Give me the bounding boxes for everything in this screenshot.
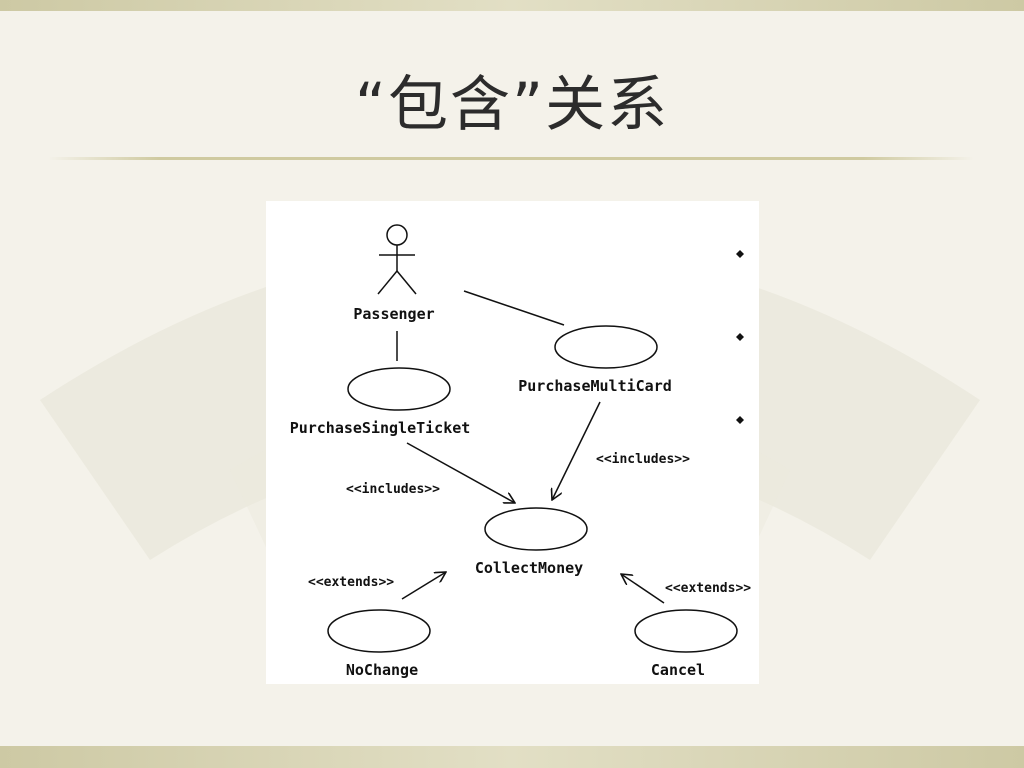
use-case-purchase-single-ticket <box>347 367 451 411</box>
association-passenger-multicard <box>463 290 565 326</box>
no-change-label: NoChange <box>346 661 418 679</box>
actor-head <box>386 224 408 246</box>
extends-label-right: <<extends>> <box>665 581 751 596</box>
bottom-band <box>0 746 1024 768</box>
use-case-purchase-multi-card <box>554 325 658 369</box>
purchase-single-ticket-label: PurchaseSingleTicket <box>290 419 471 437</box>
use-case-collect-money <box>484 507 588 551</box>
use-case-no-change <box>327 609 431 653</box>
extends-arrow-nochange <box>401 572 446 600</box>
includes-arrow-multi <box>552 401 601 500</box>
use-case-cancel <box>634 609 738 653</box>
includes-arrow-single <box>406 442 515 503</box>
diagram-canvas: Passenger PurchaseMultiCard PurchaseSing… <box>290 224 751 679</box>
top-band <box>0 0 1024 11</box>
use-case-diagram: Passenger PurchaseMultiCard PurchaseSing… <box>266 201 759 684</box>
cancel-label: Cancel <box>651 661 705 679</box>
actor-right-leg <box>396 270 417 295</box>
bullet-marker-1 <box>736 250 744 258</box>
bullet-markers <box>736 250 744 424</box>
bullet-marker-2 <box>736 333 744 341</box>
includes-label-left: <<includes>> <box>346 482 440 497</box>
includes-label-right: <<includes>> <box>596 452 690 467</box>
bullet-marker-3 <box>736 416 744 424</box>
slide-title: “包含”关系 <box>354 70 670 140</box>
title-divider <box>48 157 974 160</box>
actor-label: Passenger <box>353 305 434 323</box>
actor-left-leg <box>377 270 398 295</box>
extends-label-left: <<extends>> <box>308 575 394 590</box>
collect-money-label: CollectMoney <box>475 559 583 577</box>
purchase-multi-card-label: PurchaseMultiCard <box>518 377 672 395</box>
passenger-actor <box>377 224 417 295</box>
extends-arrow-cancel <box>621 574 665 604</box>
